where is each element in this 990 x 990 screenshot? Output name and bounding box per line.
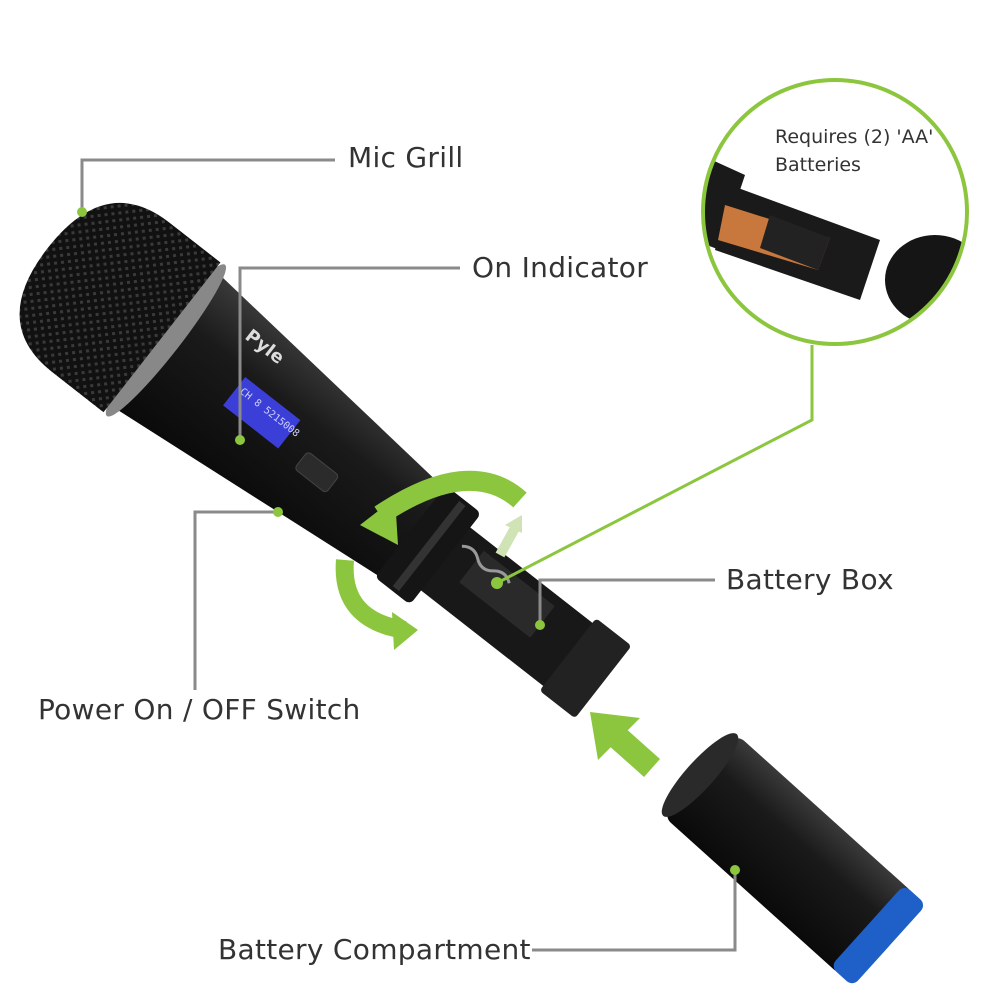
blue-end-cap — [833, 887, 924, 984]
mic-grill — [19, 202, 221, 413]
lcd-display — [223, 376, 301, 449]
callout-dots — [77, 207, 740, 875]
battery-box — [417, 524, 630, 717]
power-switch — [295, 452, 339, 493]
battery-cap — [661, 733, 924, 984]
insert-arrow-icon — [607, 726, 660, 777]
label-on-indicator: On Indicator — [472, 251, 649, 284]
rotate-arrow-icon — [374, 470, 527, 524]
label-battery-compartment: Battery Compartment — [218, 933, 531, 966]
label-battery-box: Battery Box — [726, 563, 894, 596]
battery-inset — [701, 78, 969, 346]
label-mic-grill: Mic Grill — [348, 141, 464, 174]
grill-ring — [105, 264, 227, 417]
inset-connector — [496, 345, 814, 585]
rotate-arrow-icon — [335, 559, 407, 639]
direction-arrow-icon — [495, 525, 520, 558]
inset-caption-line1: Requires (2) 'AA' — [775, 126, 934, 148]
label-power-switch: Power On / OFF Switch — [38, 693, 361, 726]
inset-caption: Requires (2) 'AA' Batteries — [775, 123, 933, 179]
leader-lines — [80, 158, 737, 952]
inset-caption-line2: Batteries — [775, 154, 861, 176]
